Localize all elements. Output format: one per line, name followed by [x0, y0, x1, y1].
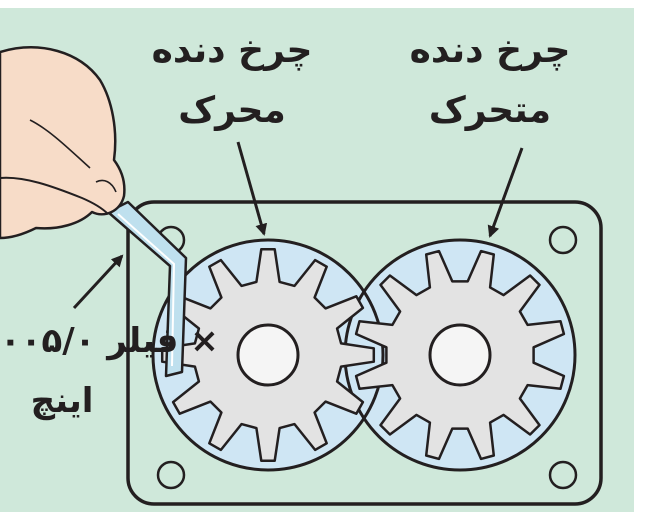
- drive-gear-label-line2: محرک: [178, 90, 286, 131]
- pump-housing: [126, 200, 603, 506]
- drive-gear-label-line1: چرخ دنده: [152, 30, 313, 71]
- drive-gear-arrow: [236, 141, 268, 236]
- drive-gear: [160, 247, 376, 463]
- driven-gear: [354, 249, 566, 461]
- hand-illustration: [0, 46, 126, 240]
- driven-gear-label-line2: متحرک: [429, 90, 551, 131]
- feeler-label-line1: فیلر ۰۰۵/۰ ×: [0, 321, 219, 361]
- feeler-label-line2: اینچ: [31, 381, 94, 421]
- drive-gear-bore: [236, 323, 300, 387]
- bolt-hole-bottom-left: [156, 460, 186, 490]
- driven-gear-label-line1: چرخ دنده: [410, 30, 571, 71]
- bolt-hole-bottom-right: [548, 460, 578, 490]
- driven-gear-arrow: [487, 147, 524, 238]
- feeler-arrow: [72, 254, 124, 310]
- feeler-gauge-blade: [106, 200, 188, 378]
- driven-gear-bore: [428, 323, 492, 387]
- right-margin: [634, 0, 646, 512]
- feeler-gauge-highlight: [117, 213, 176, 367]
- bolt-hole-top-right: [548, 225, 578, 255]
